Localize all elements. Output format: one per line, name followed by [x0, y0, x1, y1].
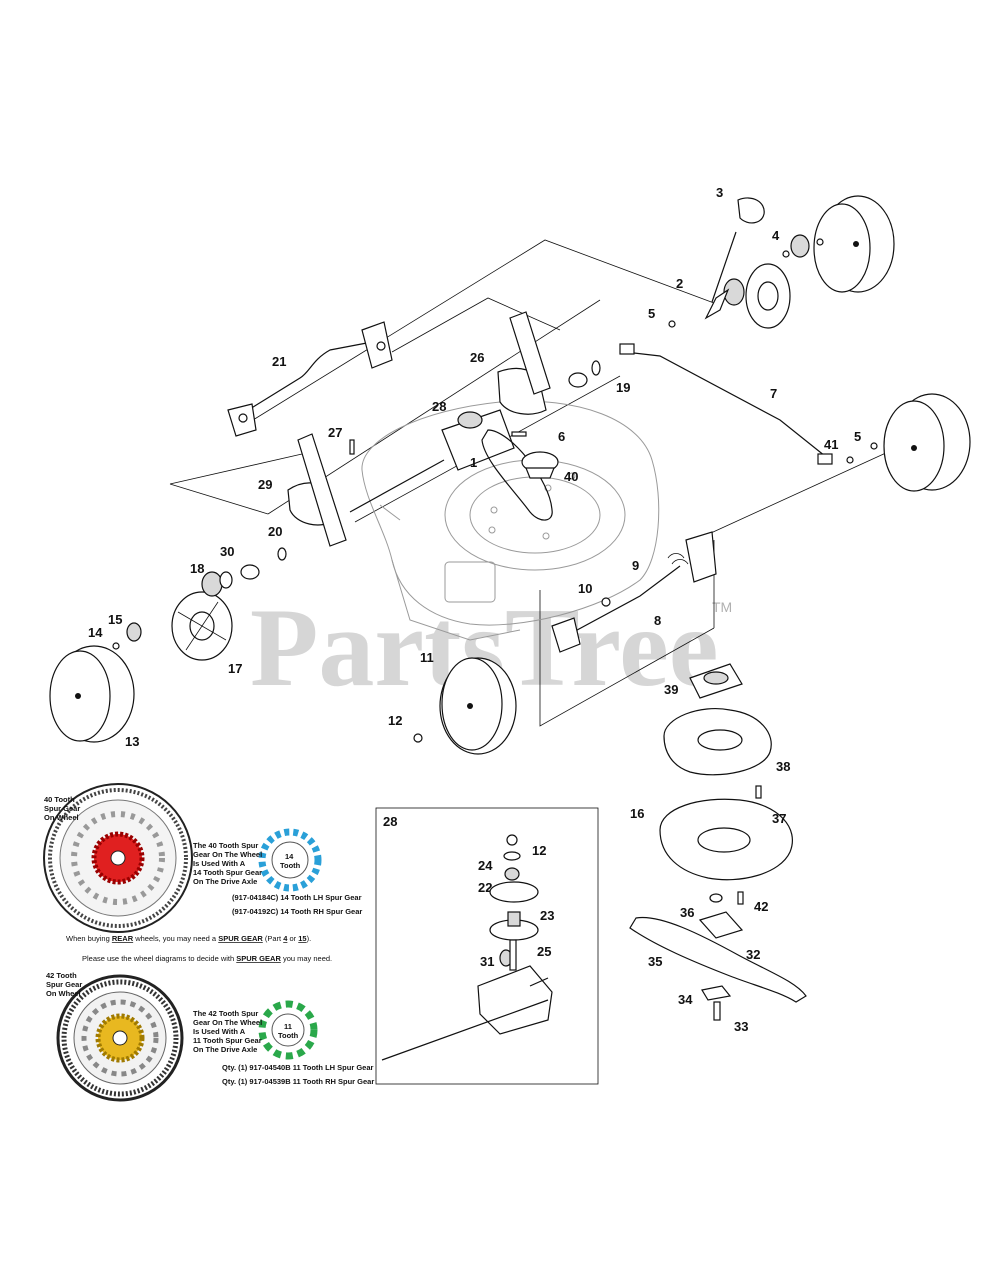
wheel-42-labels: 42 Tooth Spur Gear On Wheel The 42 Tooth… — [46, 971, 374, 1086]
callout-16: 16 — [630, 806, 644, 821]
wheel-40-tooth — [43, 783, 193, 933]
wheel-40-note-4: 14 Tooth Spur Gear — [193, 868, 262, 877]
gear-14-label-2: Tooth — [280, 861, 301, 870]
info-text: When buying REAR wheels, you may need a … — [66, 934, 332, 963]
gear-11-label-2: Tooth — [278, 1031, 299, 1040]
callout-13: 13 — [125, 734, 139, 749]
callout-27: 27 — [328, 425, 342, 440]
transmission-inset — [375, 807, 599, 1085]
callout-38: 38 — [776, 759, 790, 774]
callout-22: 22 — [478, 880, 492, 895]
gear-14-part-rh: (917-04192C) 14 Tooth RH Spur Gear — [232, 907, 362, 916]
front-height-lever — [551, 531, 717, 653]
gear-14-part-lh: (917-04184C) 14 Tooth LH Spur Gear — [232, 893, 362, 902]
wheel-42-note-3: Is Used With A — [193, 1027, 246, 1036]
callout-1: 1 — [470, 455, 477, 470]
info-line-2: Please use the wheel diagrams to decide … — [82, 954, 332, 963]
front-wheel-rh — [883, 393, 971, 492]
gear-11-label-1: 11 — [284, 1022, 292, 1031]
callout-19: 19 — [616, 380, 630, 395]
wheel-40-note-3: Is Used With A — [193, 859, 246, 868]
callout-9: 9 — [632, 558, 639, 573]
callout-2: 2 — [676, 276, 683, 291]
callout-20: 20 — [268, 524, 282, 539]
rear-wheel-lh — [49, 645, 135, 743]
callout-33: 33 — [734, 1019, 748, 1034]
callout-8: 8 — [654, 613, 661, 628]
callout-15: 15 — [108, 612, 122, 627]
wheel-40-label-2: Spur Gear — [44, 804, 80, 813]
callout-28b: 28 — [383, 814, 397, 829]
wheel-40-note-5: On The Drive Axle — [193, 877, 257, 886]
callout-7: 7 — [770, 386, 777, 401]
gear-11-part-rh: Qty. (1) 917-04539B 11 Tooth RH Spur Gea… — [222, 1077, 374, 1086]
wheel-40-label-1: 40 Tooth — [44, 795, 75, 804]
drive-belt — [481, 429, 559, 521]
gear-14-tooth: 14 Tooth — [258, 828, 322, 892]
hardware — [112, 197, 878, 743]
callout-36: 36 — [680, 905, 694, 920]
blade-assembly — [629, 663, 807, 1021]
wheel-40-label-3: On Wheel — [44, 813, 79, 822]
gear-14-label-1: 14 — [285, 852, 294, 861]
callout-34: 34 — [678, 992, 693, 1007]
callout-26: 26 — [470, 350, 484, 365]
callout-3: 3 — [716, 185, 723, 200]
wheel-42-note-5: On The Drive Axle — [193, 1045, 257, 1054]
wheel-40-labels: 40 Tooth Spur Gear On Wheel The 40 Tooth… — [44, 795, 362, 916]
callout-5a: 5 — [648, 306, 655, 321]
callout-numbers: 1 2 3 4 5 5 6 7 8 9 10 11 12 12 13 14 15… — [88, 185, 861, 1034]
wheel-42-tooth — [56, 974, 184, 1102]
callout-25: 25 — [537, 944, 551, 959]
callout-35: 35 — [648, 954, 662, 969]
callout-37: 37 — [772, 811, 786, 826]
callout-30: 30 — [220, 544, 234, 559]
callout-17: 17 — [228, 661, 242, 676]
callout-6: 6 — [558, 429, 565, 444]
callout-31: 31 — [480, 954, 494, 969]
wheel-40-note-1: The 40 Tooth Spur — [193, 841, 258, 850]
wheel-hub-rh — [745, 263, 791, 329]
callout-41: 41 — [824, 437, 838, 452]
callout-21: 21 — [272, 354, 286, 369]
callout-11: 11 — [420, 650, 434, 665]
callout-12b: 12 — [532, 843, 546, 858]
callout-4: 4 — [772, 228, 780, 243]
height-bracket-lh — [287, 433, 347, 547]
transmission — [349, 409, 515, 513]
gear-11-tooth: 11 Tooth — [258, 1000, 318, 1060]
callout-28a: 28 — [432, 399, 446, 414]
callout-5b: 5 — [854, 429, 861, 444]
wheel-42-label-3: On Wheel — [46, 989, 81, 998]
gear-11-part-lh: Qty. (1) 917-04540B 11 Tooth LH Spur Gea… — [222, 1063, 374, 1072]
wheel-42-note-1: The 42 Tooth Spur — [193, 1009, 258, 1018]
front-wheel-lh — [439, 657, 517, 755]
callout-32: 32 — [746, 947, 760, 962]
wheel-42-note-2: Gear On The Wheel — [193, 1018, 262, 1027]
callout-29: 29 — [258, 477, 272, 492]
wheel-42-label-1: 42 Tooth — [46, 971, 77, 980]
wheel-40-note-2: Gear On The Wheel — [193, 850, 262, 859]
front-axle-rod — [619, 343, 833, 465]
wheel-42-note-4: 11 Tooth Spur Gear — [193, 1036, 262, 1045]
callout-39: 39 — [664, 682, 678, 697]
callout-10: 10 — [578, 581, 592, 596]
callout-40: 40 — [564, 469, 578, 484]
wheel-42-label-2: Spur Gear — [46, 980, 82, 989]
callout-14: 14 — [88, 625, 103, 640]
rear-wheel-rh — [813, 195, 895, 293]
callout-24: 24 — [478, 858, 493, 873]
callout-18: 18 — [190, 561, 204, 576]
wheel-hub-lh — [171, 591, 233, 661]
callout-12a: 12 — [388, 713, 402, 728]
rear-height-rod — [227, 321, 393, 437]
callout-23: 23 — [540, 908, 554, 923]
info-line-1: When buying REAR wheels, you may need a … — [66, 934, 311, 943]
height-bracket-rh — [497, 311, 551, 415]
watermark-tm: TM — [712, 599, 732, 615]
callout-42: 42 — [754, 899, 768, 914]
